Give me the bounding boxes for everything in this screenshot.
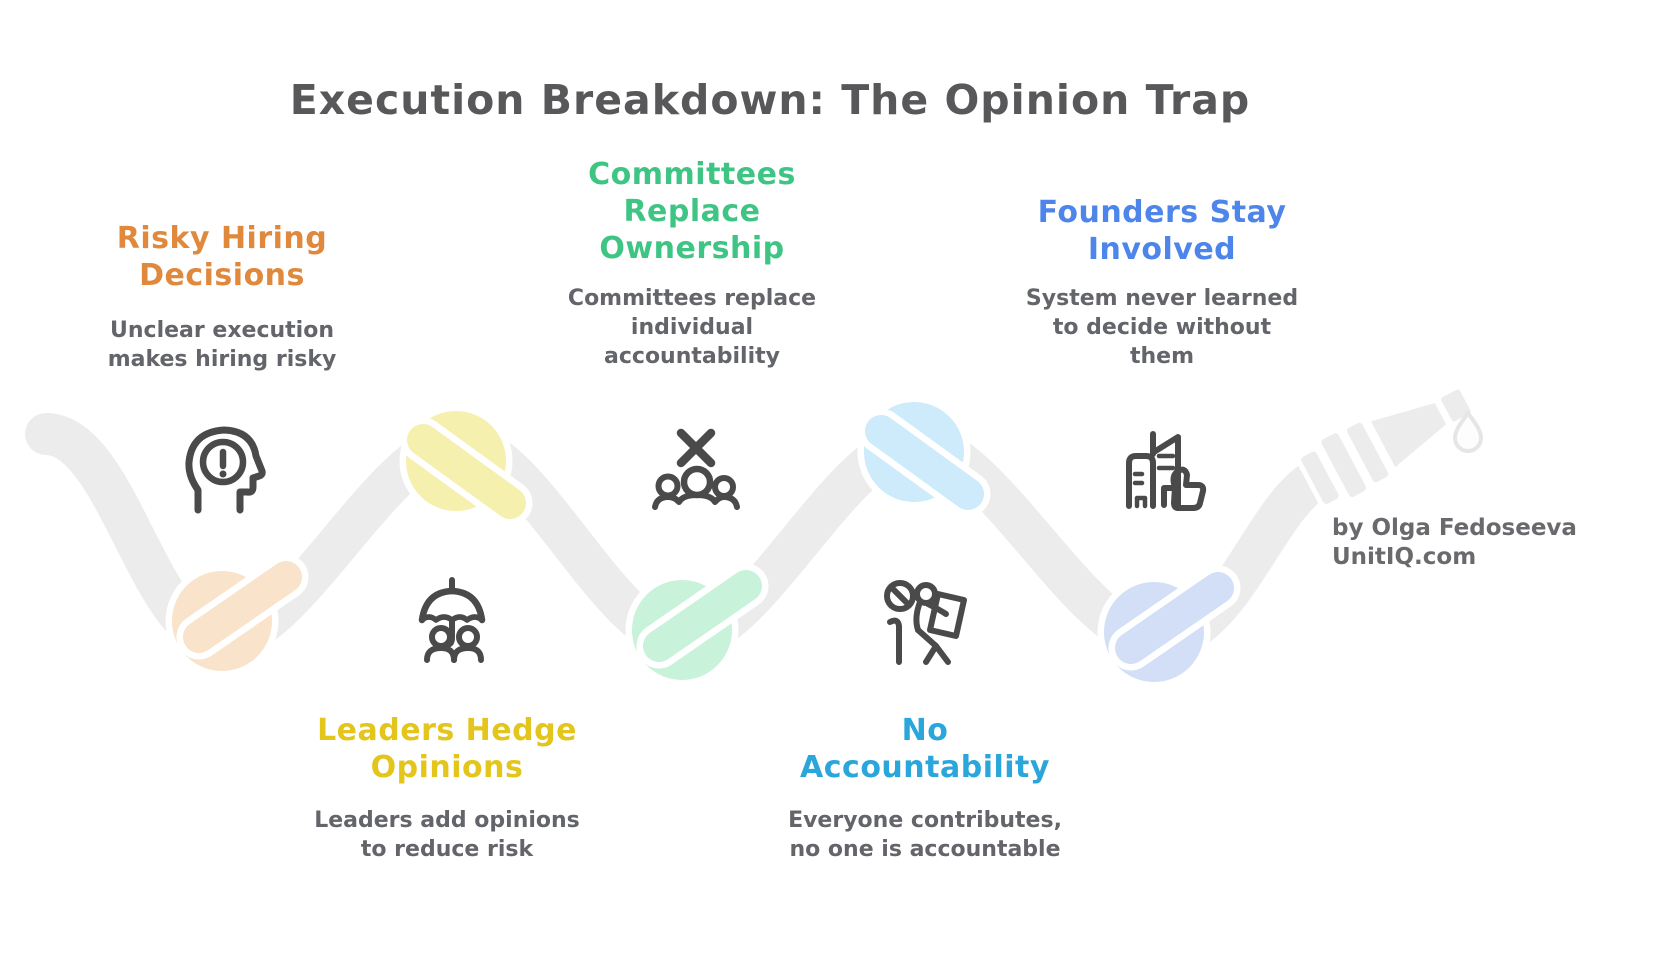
head-alert-icon <box>185 426 266 514</box>
rejected-group-icon <box>652 428 740 510</box>
blocked-worker-icon <box>884 580 967 665</box>
water-drop-icon <box>1452 409 1484 453</box>
knot-founders <box>1097 565 1241 689</box>
step-heading-leaders-hedge: Leaders Hedge Opinions <box>317 713 577 786</box>
step-description-committees: Committees replace individual accountabi… <box>567 286 817 370</box>
step-description-risky-hiring: Unclear execution makes hiring risky <box>107 318 337 373</box>
step-heading-committees: Committees Replace Ownership <box>588 157 796 267</box>
step-heading-founders: Founders Stay Involved <box>1037 195 1287 268</box>
knot-leaders-hedge <box>399 404 533 526</box>
knot-risky-hiring <box>165 554 309 678</box>
byline: by Olga Fedoseeva UnitIQ.com <box>1332 514 1577 573</box>
step-description-no-accountability: Everyone contributes, no one is accounta… <box>788 808 1062 863</box>
step-heading-no-accountability: No Accountability <box>800 713 1050 786</box>
umbrella-team-icon <box>418 577 486 663</box>
step-heading-risky-hiring: Risky Hiring Decisions <box>116 221 328 294</box>
byline-author: by Olga Fedoseeva <box>1332 515 1577 541</box>
byline-site: UnitIQ.com <box>1332 544 1477 571</box>
page-title: Execution Breakdown: The Opinion Trap <box>289 76 1251 124</box>
knot-no-accountability <box>857 395 991 517</box>
city-thumbs-up-icon <box>1126 431 1207 511</box>
step-description-founders: System never learned to decide without t… <box>1025 286 1299 370</box>
step-description-leaders-hedge: Leaders add opinions to reduce risk <box>314 808 580 863</box>
knot-committees <box>625 563 769 687</box>
